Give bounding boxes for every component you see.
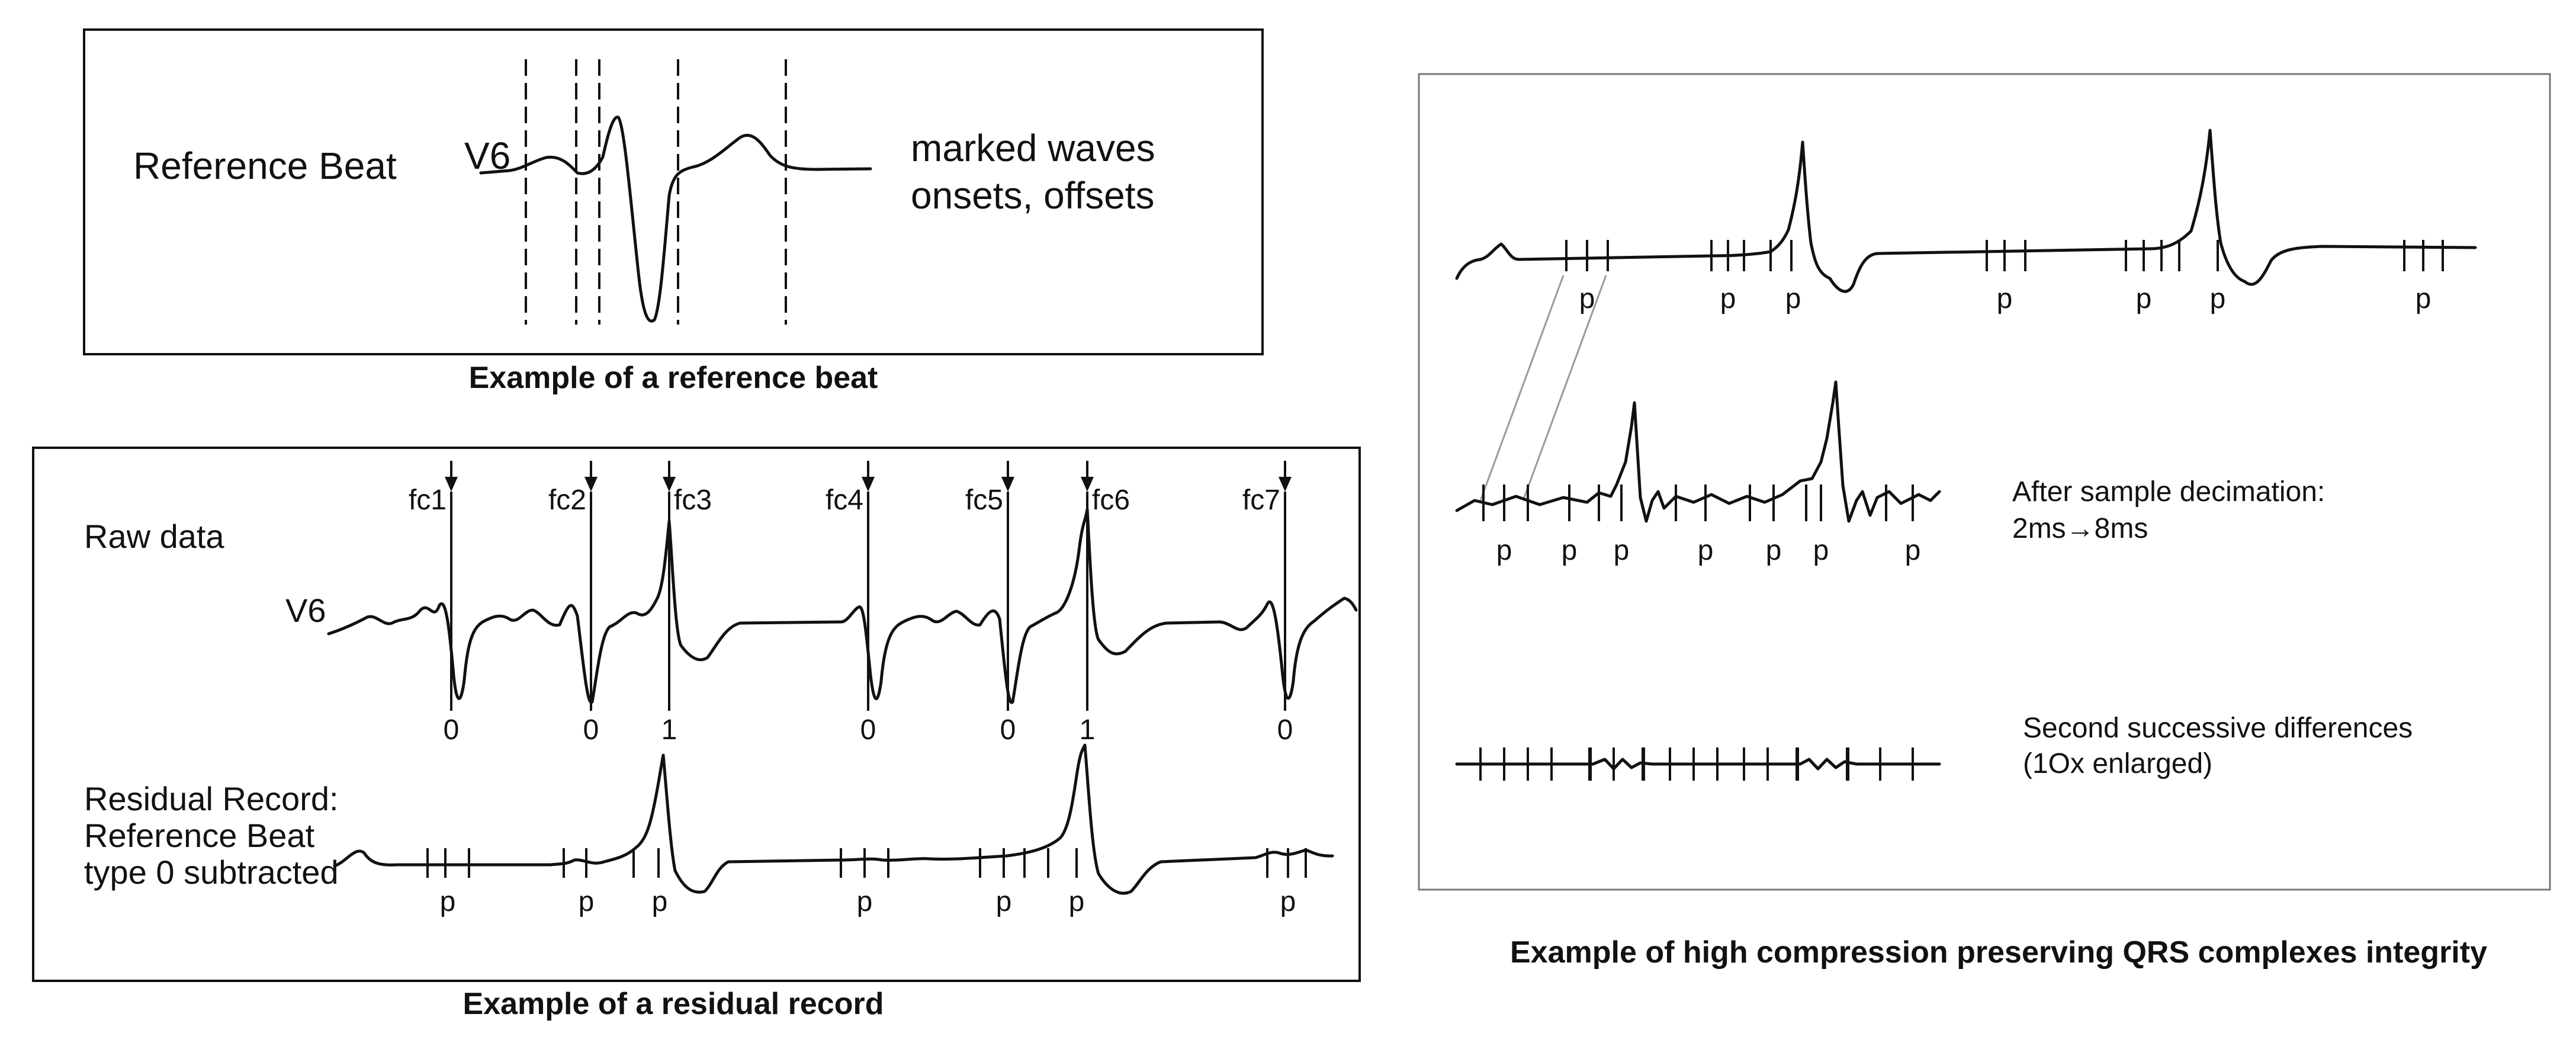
p-wave-label: p [1720,283,1736,315]
wave-boundary-markers [525,59,787,325]
down-arrow-icon [1279,477,1292,492]
p-wave-label: p [1579,283,1595,315]
p-wave-label: p [2136,283,2152,315]
fiducial-label-fc1: fc1 [409,485,447,516]
decimated-row-waveform [1455,380,1941,523]
p-wave-label: p [857,886,873,917]
beat-type-label: 0 [1277,714,1293,746]
differences-label-line1: Second successive differences [2023,713,2413,744]
reference-beat-label: Reference Beat [133,145,397,187]
guide-line-right [1522,275,1607,501]
beat-type-label: 0 [444,714,460,746]
p-wave-label: p [2210,283,2226,315]
fiducial-label-fc5: fc5 [965,485,1003,516]
second-differences-waveform [1455,758,1941,771]
fiducial-markers: fc1 0 fc2 0 fc3 1 fc4 0 fc5 0 fc6 1 fc7 0 [409,461,1293,746]
raw-data-label: Raw data [84,518,224,555]
down-arrow-icon [1001,477,1014,492]
p-wave-label: p [440,886,456,917]
reference-beat-frame [83,28,1264,355]
p-wave-label: p [2416,283,2432,315]
fiducial-label-fc7: fc7 [1242,485,1280,516]
p-wave-label: p [1614,535,1630,566]
p-wave-label: p [1813,535,1829,566]
beat-type-label: 1 [661,714,677,746]
p-wave-label: p [1280,886,1296,917]
p-wave-label: p [1997,283,2013,315]
down-arrow-icon [862,477,875,492]
guide-line-left [1479,275,1565,501]
fiducial-label-fc4: fc4 [826,485,863,516]
marked-waves-note-line1: marked waves [911,127,1155,169]
p-wave-label: p [1698,535,1714,566]
decimation-guide-lines [1479,275,1607,501]
residual-label-line3: type 0 subtracted [84,854,339,891]
p-wave-label: p [579,886,595,917]
marked-waves-note-line2: onsets, offsets [911,174,1155,217]
p-wave-label: p [1496,535,1512,566]
p-wave-label: p [996,886,1012,917]
reference-beat-waveform [479,115,872,323]
reference-beat-panel: Reference Beat V6 marked waves onsets, o… [83,28,1264,395]
decimation-label-line2: 2ms→8ms [2012,513,2148,544]
p-wave-label: p [1905,535,1921,566]
fiducial-label-fc6: fc6 [1092,485,1130,516]
residual-label-line2: Reference Beat [84,817,315,854]
compression-caption: Example of high compression preserving Q… [1510,935,2487,970]
down-arrow-icon [663,477,676,492]
residual-record-frame [32,447,1361,982]
original-row-waveform [1455,129,2477,293]
residual-record-waveform [333,743,1334,895]
second-differences-markers [1479,747,1914,781]
compression-frame [1418,73,2551,891]
p-wave-label: p [1766,535,1782,566]
residual-record-caption: Example of a residual record [463,987,884,1021]
p-wave-label: p [1562,535,1578,566]
p-wave-label: p [1785,283,1801,315]
residual-label-line1: Residual Record: [84,780,339,817]
down-arrow-icon [1081,477,1094,492]
beat-type-label: 0 [583,714,599,746]
residual-record-panel: Raw data V6 fc1 0 fc2 0 fc3 1 fc4 0 fc5 0 fc6 1 fc7 0… [32,447,1361,1021]
beat-type-label: 1 [1080,714,1096,746]
down-arrow-icon [445,477,458,492]
raw-lead-label: V6 [285,592,326,629]
differences-label-line2: (1Ox enlarged) [2023,748,2212,779]
p-wave-label: p [1069,886,1085,917]
fiducial-label-fc3: fc3 [674,485,712,516]
beat-type-label: 0 [860,714,876,746]
decimation-label-line1: After sample decimation: [2012,476,2325,508]
beat-type-label: 0 [1000,714,1016,746]
fiducial-label-fc2: fc2 [548,485,586,516]
p-wave-label: p [652,886,668,917]
raw-data-waveform [327,508,1358,704]
down-arrow-icon [584,477,598,492]
reference-beat-caption: Example of a reference beat [469,361,878,395]
